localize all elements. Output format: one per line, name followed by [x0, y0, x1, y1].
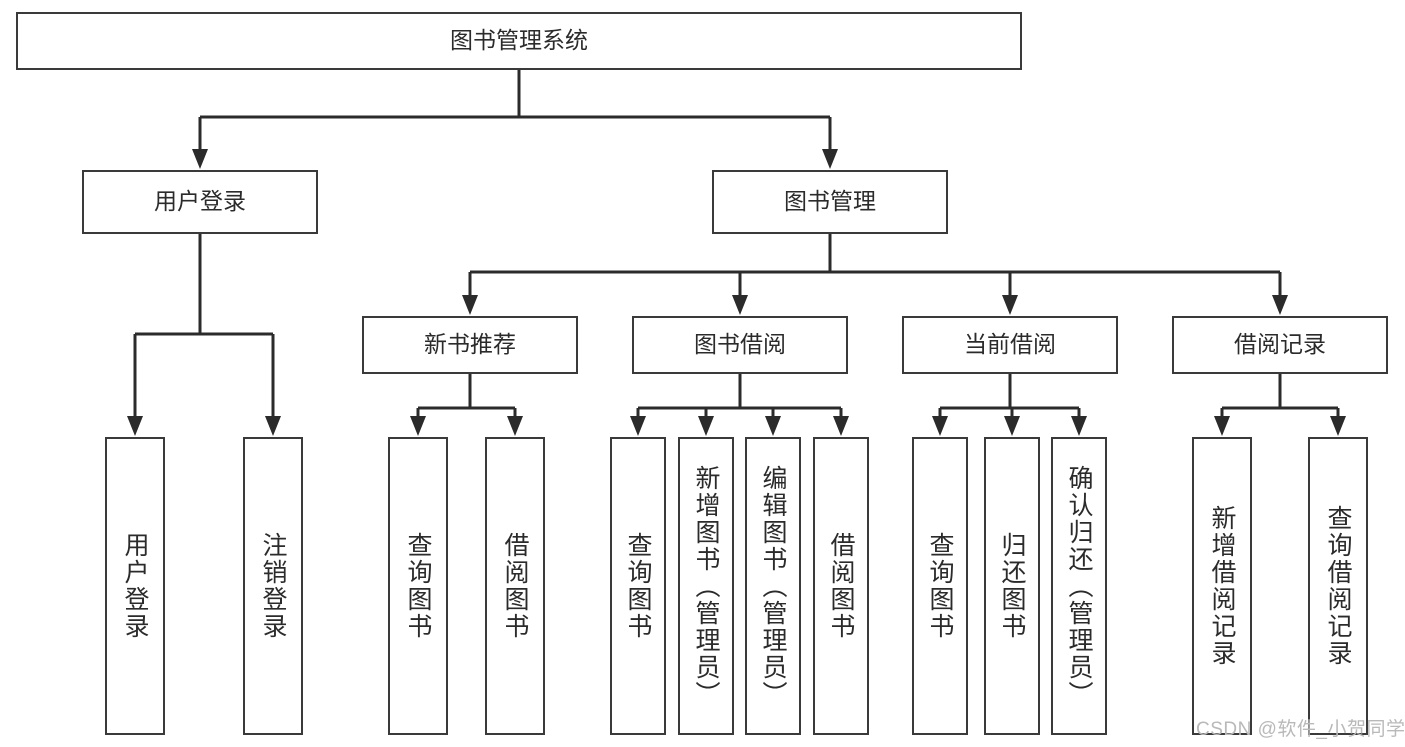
node-l3-borrow-lend[interactable]: 借阅图书: [813, 437, 869, 735]
node-l3-new-query[interactable]: 查询图书: [388, 437, 448, 735]
edge-arrowhead: [630, 416, 646, 436]
edge-arrowhead: [507, 416, 523, 436]
node-label: 图书管理系统: [450, 27, 588, 54]
edge-arrowhead: [822, 149, 838, 169]
node-l1-bookmgmt[interactable]: 图书管理: [712, 170, 948, 234]
node-l3-cur-return[interactable]: 归还图书: [984, 437, 1040, 735]
node-l3-cur-confirm[interactable]: 确认归还（管理员）: [1051, 437, 1107, 735]
edge-arrowhead: [765, 416, 781, 436]
node-label: 用户登录: [154, 188, 246, 215]
node-root[interactable]: 图书管理系统: [16, 12, 1022, 70]
node-l3-new-borrow[interactable]: 借阅图书: [485, 437, 545, 735]
node-label: 当前借阅: [964, 331, 1056, 358]
node-label: 注销登录: [259, 532, 287, 640]
node-label: 查询借阅记录: [1324, 505, 1352, 667]
node-label: 图书借阅: [694, 331, 786, 358]
node-label: 查询图书: [404, 532, 432, 640]
node-label: 借阅记录: [1234, 331, 1326, 358]
node-l3-user-login[interactable]: 用户登录: [105, 437, 165, 735]
edge-arrowhead: [1002, 295, 1018, 315]
edge-arrowhead: [698, 416, 714, 436]
node-label: 新增借阅记录: [1208, 505, 1236, 667]
node-l1-login[interactable]: 用户登录: [82, 170, 318, 234]
node-l3-rec-add[interactable]: 新增借阅记录: [1192, 437, 1252, 735]
node-label: 借阅图书: [501, 532, 529, 640]
node-l2-newbook[interactable]: 新书推荐: [362, 316, 578, 374]
edge-arrowhead: [1214, 416, 1230, 436]
node-label: 查询图书: [926, 532, 954, 640]
edge-arrowhead: [932, 416, 948, 436]
node-l2-current[interactable]: 当前借阅: [902, 316, 1118, 374]
node-l2-records[interactable]: 借阅记录: [1172, 316, 1388, 374]
edge-arrowhead: [265, 416, 281, 436]
edge-arrowhead: [1330, 416, 1346, 436]
node-l3-rec-query[interactable]: 查询借阅记录: [1308, 437, 1368, 735]
edge-arrowhead: [1272, 295, 1288, 315]
node-l3-borrow-edit[interactable]: 编辑图书（管理员）: [745, 437, 801, 735]
node-label: 借阅图书: [827, 532, 855, 640]
edge-arrowhead: [462, 295, 478, 315]
node-label: 编辑图书（管理员）: [759, 464, 787, 708]
node-l2-borrow[interactable]: 图书借阅: [632, 316, 848, 374]
edge-arrowhead: [833, 416, 849, 436]
node-label: 图书管理: [784, 188, 876, 215]
edge-arrowhead: [1004, 416, 1020, 436]
node-label: 新增图书（管理员）: [692, 464, 720, 708]
node-label: 用户登录: [121, 532, 149, 640]
edge-arrowhead: [192, 149, 208, 169]
node-label: 查询图书: [624, 532, 652, 640]
edge-arrowhead: [1071, 416, 1087, 436]
edge-arrowhead: [410, 416, 426, 436]
node-label: 新书推荐: [424, 331, 516, 358]
node-label: 归还图书: [998, 532, 1026, 640]
node-l3-borrow-query[interactable]: 查询图书: [610, 437, 666, 735]
node-l3-borrow-add[interactable]: 新增图书（管理员）: [678, 437, 734, 735]
node-label: 确认归还（管理员）: [1065, 464, 1093, 708]
node-l3-cur-query[interactable]: 查询图书: [912, 437, 968, 735]
edge-arrowhead: [732, 295, 748, 315]
node-l3-user-logout[interactable]: 注销登录: [243, 437, 303, 735]
edge-arrowhead: [127, 416, 143, 436]
